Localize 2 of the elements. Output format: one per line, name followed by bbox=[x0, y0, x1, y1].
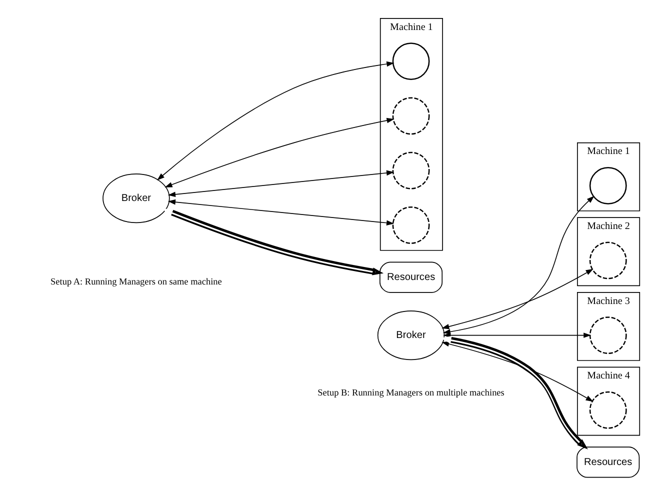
label: Setup A: Running Managers on same machine bbox=[50, 276, 222, 287]
label: Setup B: Running Managers on multiple machines bbox=[318, 388, 504, 398]
